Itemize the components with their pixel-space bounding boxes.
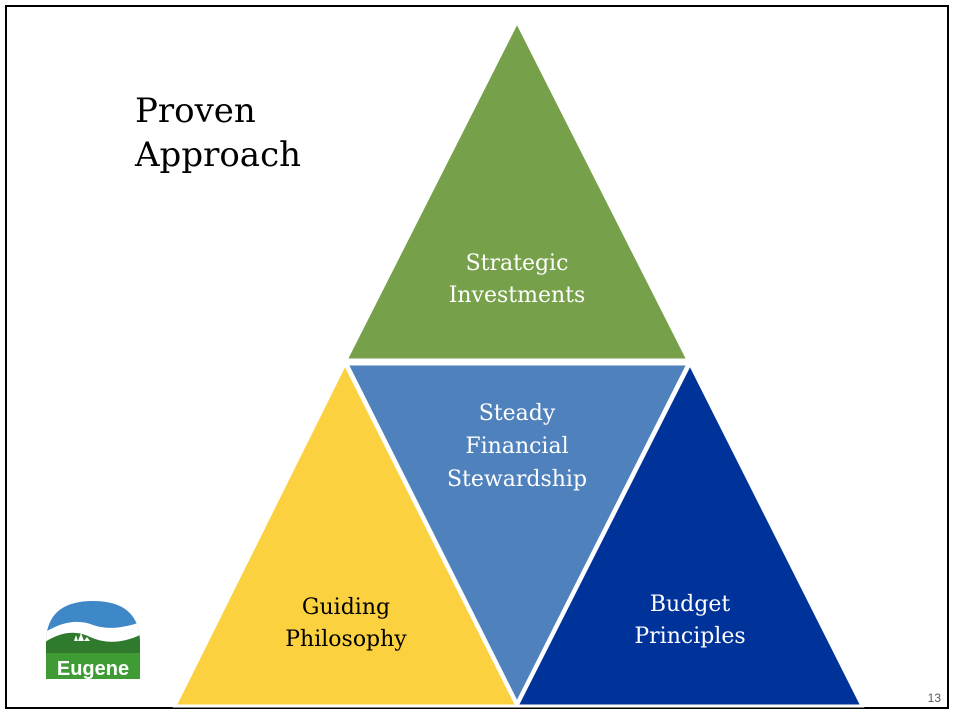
- slide-title: Proven Approach: [135, 89, 301, 177]
- stewardship-line-3: Stewardship: [447, 467, 587, 492]
- guiding-philosophy-triangle: [172, 360, 520, 708]
- title-line-1: Proven: [135, 91, 256, 131]
- stewardship-line-2: Financial: [465, 434, 568, 459]
- strategic-investments-triangle: [343, 18, 691, 362]
- budget-line-1: Budget: [650, 592, 731, 617]
- strategic-line-2: Investments: [449, 283, 586, 308]
- title-line-2: Approach: [135, 135, 302, 175]
- guiding-line-1: Guiding: [302, 595, 390, 620]
- page-number: 13: [927, 691, 941, 705]
- budget-principles-triangle: [514, 360, 865, 708]
- logo-city-skyline: [74, 633, 90, 641]
- steady-financial-stewardship-triangle: [344, 362, 691, 707]
- logo-text: Eugene: [57, 658, 129, 680]
- eugene-logo: Eugene: [46, 601, 140, 680]
- stewardship-line-1: Steady: [479, 401, 556, 426]
- guiding-line-2: Philosophy: [285, 627, 407, 652]
- strategic-line-1: Strategic: [466, 251, 569, 276]
- logo-ground: [46, 653, 140, 679]
- budget-line-2: Principles: [634, 624, 745, 649]
